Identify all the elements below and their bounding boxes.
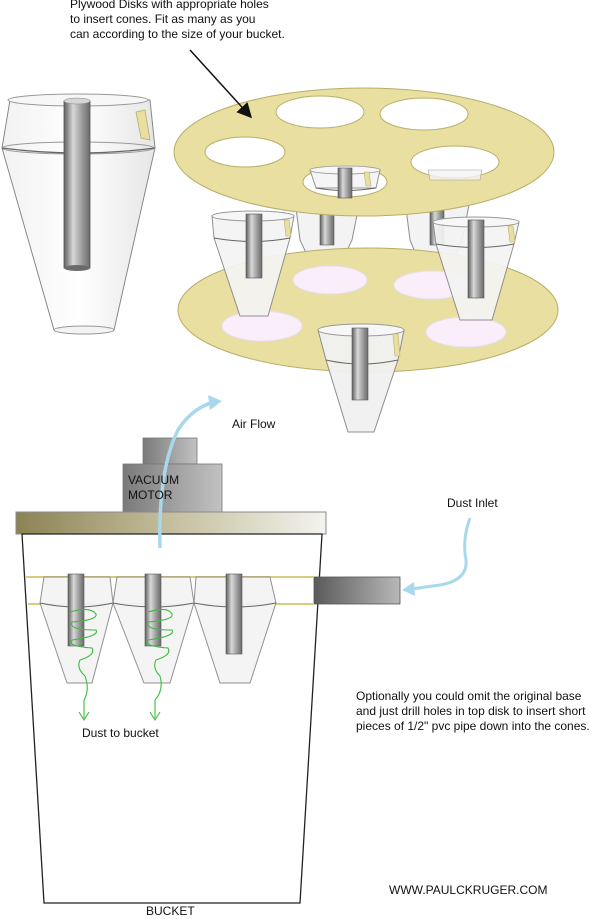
- upper-disk-cone: [309, 165, 483, 199]
- optional-note-line-1: Optionally you could omit the original b…: [356, 689, 582, 703]
- bucket-cone-1: [39, 573, 114, 684]
- disks-note-line-3: can according to the size of your bucket…: [70, 27, 285, 41]
- bottom-cone: [317, 323, 405, 433]
- dust-inlet-pipe: [313, 576, 401, 605]
- bucket-label: BUCKET: [146, 904, 195, 918]
- dust-to-bucket-label: Dust to bucket: [82, 726, 159, 740]
- disks-note-line-1: Plywood Disks with appropriate holes: [70, 0, 269, 11]
- plywood-disk-assembly: [173, 87, 559, 433]
- upper-plywood-disk: [173, 87, 555, 217]
- right-mounted-cone: [432, 216, 520, 321]
- disks-note: Plywood Disks with appropriate holes to …: [70, 0, 285, 42]
- dust-spiral-icon: [69, 608, 174, 722]
- single-cone: [1, 93, 156, 335]
- note-arrow-icon: [189, 49, 253, 119]
- optional-note-line-3: pieces of 1/2" pvc pipe down into the co…: [356, 719, 590, 733]
- bucket-cone-2: [112, 573, 195, 684]
- bucket-cone-3: [193, 573, 277, 684]
- optional-note-line-2: and just drill holes in top disk to inse…: [356, 704, 586, 718]
- left-mounted-cone: [211, 210, 295, 317]
- dust-inlet-label: Dust Inlet: [447, 496, 498, 510]
- air-flow-label: Air Flow: [232, 417, 276, 431]
- bucket-lid: [15, 511, 327, 535]
- disks-note-line-2: to insert cones. Fit as many as you: [70, 12, 256, 26]
- dust-inlet-arrow-icon: [402, 517, 472, 596]
- optional-note: Optionally you could omit the original b…: [356, 689, 590, 734]
- website-label: WWW.PAULCKRUGER.COM: [389, 883, 548, 897]
- air-flow-arrow-icon: [158, 395, 222, 549]
- motor-label: VACUUM MOTOR: [128, 473, 182, 502]
